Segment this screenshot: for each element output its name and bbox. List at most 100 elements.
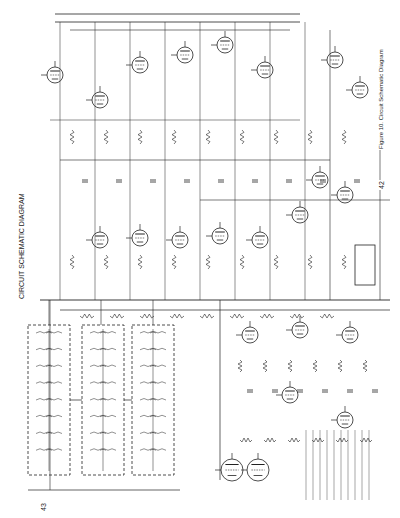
wire [305,22,306,300]
coil-winding [46,432,62,434]
coil-winding [150,415,166,417]
wire [331,420,337,421]
wire [166,240,172,241]
wire [320,180,326,181]
coil-winding [150,382,166,384]
tube-grid [255,240,265,241]
wire [345,406,346,412]
wire [137,69,143,70]
tube-grid [50,75,60,76]
tube-grid [295,215,305,216]
wire [300,316,301,322]
resistor-symbol [80,314,94,318]
wire [251,70,257,71]
resistor-symbol [363,360,367,372]
wire [320,182,326,183]
resistor-symbol [172,130,176,144]
resistor-symbol [206,130,210,144]
tube-grid [215,236,225,237]
wire [124,400,132,401]
wire [200,22,201,300]
wire [82,180,88,181]
wire [246,240,252,241]
coil-winding [150,432,166,434]
wire [252,182,258,183]
wire [217,240,223,241]
coil-winding [46,382,62,384]
resistor-symbol [104,130,108,144]
wire [322,392,328,393]
tube-symbol [312,172,328,188]
wire [60,310,390,311]
resistor-symbol [238,360,242,372]
wire [185,41,186,47]
wire [347,390,353,391]
wire [341,430,342,500]
resistor-symbol [172,255,176,269]
coil-winding [150,399,166,401]
wire [211,45,217,46]
tube-symbol [342,327,358,343]
wire [97,104,103,105]
wire [95,236,105,237]
resistor-symbol [308,255,312,269]
wire [347,339,353,340]
wire [260,226,261,232]
wire [247,339,253,340]
wire [101,300,102,325]
resistor-symbol [336,438,348,442]
transformer-can [132,325,174,475]
wire [297,390,303,391]
wire [306,180,312,181]
wire [320,430,321,500]
wire [334,430,335,500]
wire [140,51,141,57]
wire [215,232,225,233]
wire [315,176,325,177]
tube-symbol [292,207,308,223]
coil-winding [100,432,116,434]
wire [317,184,323,185]
wire [180,51,190,52]
wire [220,300,221,480]
figure-caption: Figure 10. Circuit Schematic Diagram [378,48,385,150]
wire [140,224,141,230]
wire [295,211,305,212]
resistor-symbol [274,255,278,269]
coil-winding [100,332,116,334]
tube-grid [245,335,255,336]
resistor-symbol [104,255,108,269]
wire [350,321,351,327]
tube-grid [285,395,295,396]
wire [297,392,303,393]
coil-winding [46,365,62,367]
wire [232,453,233,459]
wire [50,120,300,121]
resistor-symbol [170,314,184,318]
coil-winding [150,365,166,367]
wire [285,391,295,392]
wire [116,180,122,181]
wire [86,240,92,241]
wire [135,61,145,62]
transformer-can [82,325,124,475]
tube-grid [260,70,270,71]
wire [95,96,105,97]
wire [247,390,253,391]
wire [347,392,353,393]
wire [126,65,132,66]
tube-symbol [247,459,269,481]
tube-symbol [352,82,368,98]
wire [245,331,255,332]
wire [250,321,251,327]
tube-grid [95,240,105,241]
wire [262,74,268,75]
wire [254,475,263,476]
wire [357,94,363,95]
tube-symbol [257,62,273,78]
wire [184,182,190,183]
wire [251,464,264,465]
coil-winding [100,365,116,367]
wire [126,238,132,239]
wire [200,200,390,201]
